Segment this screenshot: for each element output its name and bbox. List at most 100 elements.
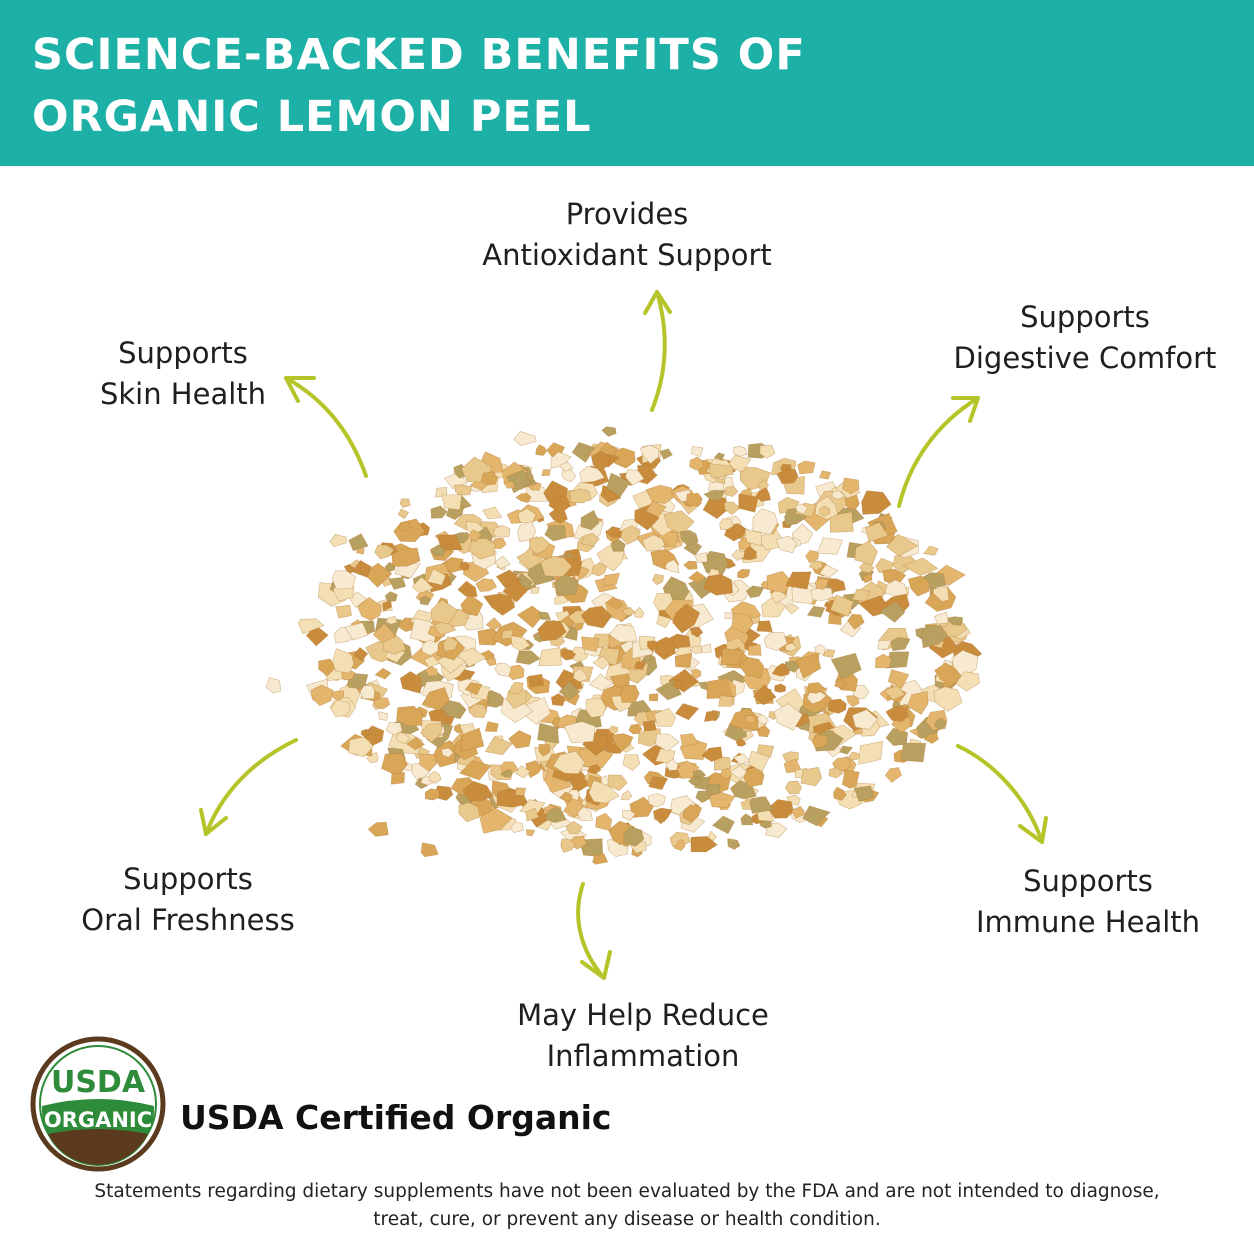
lemon-peel-piece: [703, 489, 726, 501]
lemon-peel-piece: [550, 693, 566, 707]
lemon-peel-piece: [752, 508, 779, 535]
lemon-peel-piece: [727, 838, 741, 850]
lemon-peel-piece: [679, 529, 699, 547]
lemon-peel-piece: [537, 722, 560, 744]
lemon-peel-piece: [745, 715, 757, 724]
lemon-peel-piece: [423, 655, 441, 668]
lemon-peel-piece: [693, 552, 708, 563]
lemon-peel-piece: [558, 680, 580, 701]
lemon-peel-piece: [466, 529, 483, 543]
lemon-peel-piece: [945, 616, 964, 627]
lemon-peel-piece: [538, 611, 552, 621]
benefit-antioxidant-line-2: Antioxidant Support: [482, 238, 772, 272]
lemon-peel-piece: [348, 533, 369, 552]
lemon-peel-stray-piece: [884, 767, 902, 783]
lemon-peel-piece: [353, 646, 369, 662]
lemon-peel-piece: [535, 444, 548, 456]
fda-disclaimer: Statements regarding dietary supplements…: [40, 1178, 1214, 1234]
lemon-peel-piece: [573, 622, 584, 632]
lemon-peel-piece: [822, 649, 836, 659]
page-title-line-1: SCIENCE-BACKED BENEFITS OF: [32, 30, 806, 80]
lemon-peel-piece: [729, 707, 759, 731]
lemon-peel-piece: [528, 673, 544, 688]
lemon-peel-piece: [500, 768, 513, 778]
lemon-peel-piece: [634, 606, 645, 619]
lemon-peel-piece: [794, 503, 809, 515]
lemon-peel-stray-piece: [932, 586, 950, 603]
lemon-peel-piece: [885, 705, 909, 722]
lemon-peel-piece: [755, 487, 771, 502]
lemon-peel-piece: [839, 745, 854, 755]
lemon-peel-piece: [590, 451, 612, 473]
lemon-peel-piece: [652, 807, 673, 825]
lemon-peel-piece: [747, 750, 770, 773]
lemon-peel-piece: [399, 498, 411, 508]
lemon-peel-piece: [331, 570, 357, 590]
lemon-peel-piece: [458, 802, 481, 823]
lemon-peel-piece: [711, 815, 735, 835]
lemon-peel-piece: [858, 741, 884, 765]
benefit-antioxidant-line-1: Provides: [565, 197, 689, 231]
lemon-peel-piece: [492, 524, 511, 538]
lemon-peel-piece: [467, 703, 488, 719]
lemon-peel-piece: [648, 776, 669, 791]
lemon-peel-piece: [774, 683, 786, 693]
lemon-peel-piece: [805, 549, 820, 564]
lemon-peel-piece: [738, 656, 765, 679]
lemon-peel-piece: [330, 699, 351, 718]
lemon-peel-piece: [484, 721, 499, 732]
lemon-peel-piece: [691, 668, 702, 680]
lemon-peel-piece: [828, 767, 844, 779]
lemon-peel-piece: [886, 533, 919, 557]
lemon-peel-piece: [391, 547, 421, 567]
lemon-peel-piece: [934, 717, 947, 731]
lemon-peel-piece: [648, 693, 659, 702]
lemon-peel-piece: [688, 570, 707, 584]
lemon-peel-piece: [595, 812, 613, 831]
lemon-peel-stray-piece: [592, 853, 609, 865]
lemon-peel-piece: [486, 657, 497, 667]
lemon-peel-piece: [406, 736, 425, 751]
arrow-oral-freshness-icon: [199, 738, 298, 836]
benefit-immune-line-1: Supports: [1023, 864, 1153, 898]
lemon-peel-piece: [426, 568, 447, 586]
lemon-peel-piece: [750, 615, 760, 625]
lemon-peel-piece: [479, 807, 513, 834]
lemon-peel-piece: [808, 560, 823, 571]
lemon-peel-piece: [620, 789, 633, 801]
lemon-peel-piece: [724, 612, 734, 620]
lemon-peel-piece: [553, 573, 579, 597]
lemon-peel-piece: [563, 721, 596, 744]
lemon-peel-piece: [785, 571, 812, 590]
lemon-peel-piece: [430, 544, 446, 557]
lemon-peel-piece: [514, 787, 527, 796]
lemon-peel-piece: [510, 635, 531, 652]
lemon-peel-piece: [360, 728, 371, 738]
lemon-peel-piece: [344, 622, 369, 641]
lemon-peel-piece: [442, 636, 459, 652]
lemon-peel-piece: [834, 678, 847, 690]
lemon-peel-piece: [621, 809, 636, 821]
lemon-peel-piece: [776, 468, 799, 485]
lemon-peel-piece: [572, 668, 589, 683]
lemon-peel-piece: [580, 532, 600, 547]
lemon-peel-piece: [879, 600, 906, 623]
lemon-peel-piece: [784, 780, 803, 795]
lemon-peel-piece: [902, 557, 939, 576]
lemon-peel-piece: [934, 611, 949, 625]
lemon-peel-piece: [634, 661, 647, 671]
lemon-peel-piece: [689, 456, 705, 471]
lemon-peel-piece: [335, 604, 352, 619]
lemon-peel-piece: [806, 682, 827, 694]
lemon-peel-piece: [493, 555, 511, 569]
lemon-peel-piece: [672, 603, 701, 634]
lemon-peel-piece: [385, 615, 398, 625]
lemon-peel-piece: [851, 588, 871, 602]
lemon-peel-piece: [689, 626, 704, 638]
lemon-peel-piece: [724, 485, 739, 497]
lemon-peel-piece: [310, 684, 334, 707]
lemon-peel-piece: [704, 710, 718, 722]
lemon-peel-piece: [664, 758, 679, 771]
benefit-oral-line-1: Supports: [123, 862, 253, 896]
lemon-peel-piece: [814, 577, 830, 591]
